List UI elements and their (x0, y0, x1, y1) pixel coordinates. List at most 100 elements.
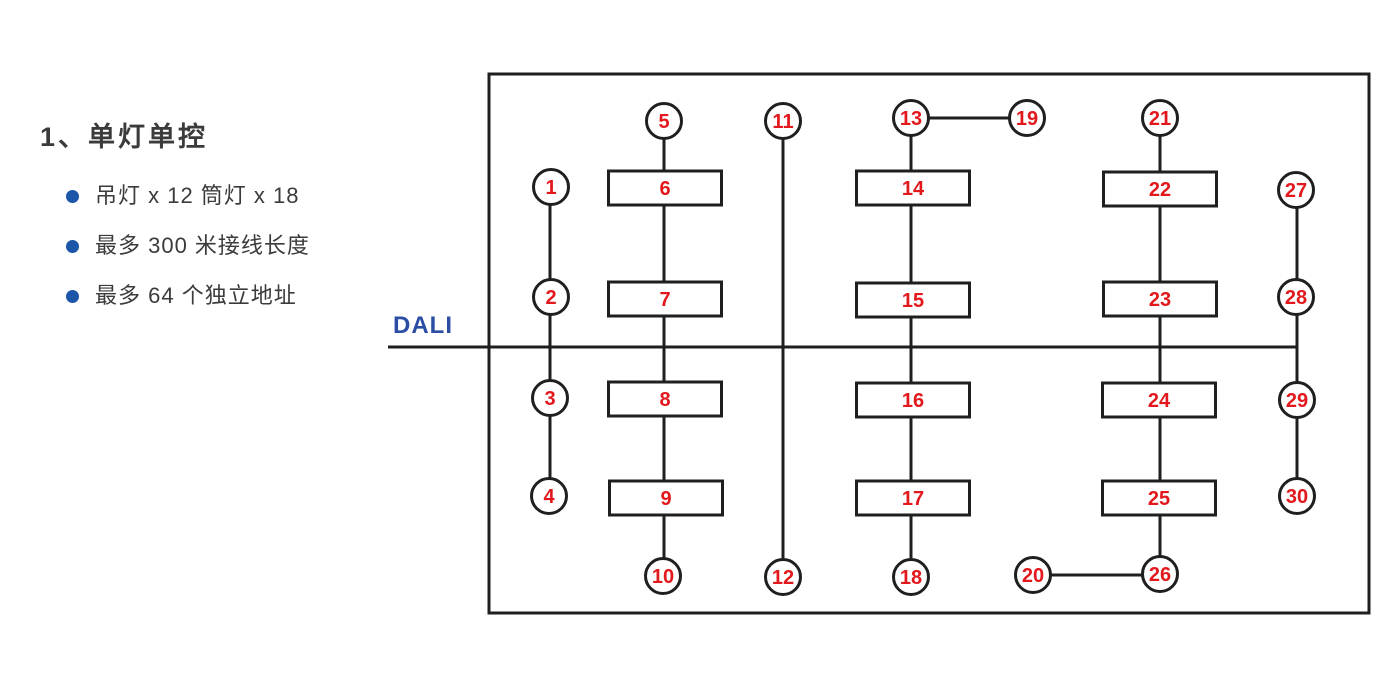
lamp-number: 4 (543, 486, 555, 508)
driver-node-14: 14 (855, 169, 971, 207)
spec-item: 最多 64 个独立地址 (66, 283, 310, 309)
bullet-icon (66, 239, 79, 253)
lamp-node-12: 12 (764, 558, 802, 596)
driver-node-25: 25 (1101, 479, 1217, 517)
driver-box (1101, 381, 1217, 419)
lamp-circle (1014, 556, 1052, 594)
section-heading: 1、单灯单控 (40, 122, 209, 152)
lamp-circle (532, 278, 570, 316)
spec-item: 最多 300 米接线长度 (66, 233, 310, 259)
bullet-icon (66, 289, 79, 303)
dali-bus-label: DALI (393, 312, 453, 339)
lamp-number: 3 (544, 388, 555, 410)
driver-box (855, 479, 971, 517)
lamp-circle (1008, 99, 1046, 137)
driver-number: 8 (659, 389, 670, 411)
lamp-circle (530, 477, 568, 515)
driver-node-23: 23 (1102, 280, 1218, 318)
lamp-node-26: 26 (1141, 555, 1179, 593)
lamp-circle (1278, 477, 1316, 515)
lamp-node-28: 28 (1277, 278, 1315, 316)
driver-number: 17 (902, 488, 924, 510)
driver-node-16: 16 (855, 381, 971, 419)
driver-number: 16 (902, 390, 924, 412)
lamp-node-27: 27 (1277, 171, 1315, 209)
lamp-node-4: 4 (530, 477, 568, 515)
lamp-circle (1278, 381, 1316, 419)
lamp-node-2: 2 (532, 278, 570, 316)
lamp-number: 26 (1149, 564, 1171, 586)
lamp-number: 5 (658, 111, 669, 133)
spec-text: 最多 64 个独立地址 (95, 283, 297, 308)
spec-item: 吊灯 x 12 筒灯 x 18 (66, 183, 310, 209)
driver-box (1102, 280, 1218, 318)
lamp-circle (892, 99, 930, 137)
lamp-number: 20 (1022, 565, 1044, 587)
driver-number: 23 (1149, 289, 1171, 311)
driver-node-22: 22 (1102, 170, 1218, 208)
driver-box (855, 169, 971, 207)
lamp-node-10: 10 (644, 557, 682, 595)
driver-node-9: 9 (608, 479, 724, 517)
lamp-node-19: 19 (1008, 99, 1046, 137)
lamp-circle (1277, 278, 1315, 316)
lamp-number: 11 (772, 111, 793, 133)
lamp-circle (644, 557, 682, 595)
lamp-number: 27 (1285, 180, 1307, 202)
lamp-circle (645, 102, 683, 140)
driver-box (1101, 479, 1217, 517)
spec-text: 吊灯 x 12 筒灯 x 18 (95, 183, 300, 208)
lamp-circle (892, 558, 930, 596)
driver-box (607, 380, 723, 418)
driver-number: 24 (1148, 390, 1171, 412)
lamp-circle (764, 558, 802, 596)
spec-text: 最多 300 米接线长度 (95, 233, 310, 258)
lamp-number: 21 (1149, 108, 1171, 130)
lamp-circle (1277, 171, 1315, 209)
lamp-circle (1141, 99, 1179, 137)
driver-number: 7 (659, 289, 670, 311)
lamp-circle (532, 168, 570, 206)
lamp-node-3: 3 (531, 379, 569, 417)
lamp-node-18: 18 (892, 558, 930, 596)
system-boundary (487, 72, 1371, 615)
driver-node-8: 8 (607, 380, 723, 418)
lamp-node-5: 5 (645, 102, 683, 140)
lamp-number: 18 (900, 567, 922, 589)
lamp-number: 1 (545, 177, 556, 199)
driver-box (607, 280, 723, 318)
lamp-number: 2 (545, 287, 556, 309)
driver-number: 14 (902, 178, 925, 200)
driver-box (607, 169, 723, 207)
driver-box (1102, 170, 1218, 208)
lamp-node-1: 1 (532, 168, 570, 206)
driver-box (855, 281, 971, 319)
lamp-circle (764, 102, 802, 140)
spec-list: 吊灯 x 12 筒灯 x 18 最多 300 米接线长度最多 64 个独立地址 (66, 183, 310, 309)
info-panel: 1、单灯单控 吊灯 x 12 筒灯 x 18 最多 300 米接线长度最多 64 … (40, 122, 310, 333)
lamp-number: 12 (772, 567, 794, 589)
lamp-number: 10 (652, 566, 674, 588)
lamp-number: 13 (900, 108, 922, 130)
driver-node-15: 15 (855, 281, 971, 319)
driver-node-6: 6 (607, 169, 723, 207)
driver-node-24: 24 (1101, 381, 1217, 419)
lamp-number: 28 (1285, 287, 1307, 309)
driver-box (608, 479, 724, 517)
driver-number: 6 (659, 178, 670, 200)
lamp-node-21: 21 (1141, 99, 1179, 137)
lamp-node-29: 29 (1278, 381, 1316, 419)
driver-number: 25 (1148, 488, 1170, 510)
lamp-node-13: 13 (892, 99, 930, 137)
lamp-number: 29 (1286, 390, 1308, 412)
lamp-node-20: 20 (1014, 556, 1052, 594)
lamp-circle (531, 379, 569, 417)
driver-number: 15 (902, 290, 924, 312)
lamp-node-11: 11 (764, 102, 802, 140)
bullet-icon (66, 189, 79, 203)
lamp-number: 30 (1286, 486, 1308, 508)
lamp-circle (1141, 555, 1179, 593)
driver-box (855, 381, 971, 419)
